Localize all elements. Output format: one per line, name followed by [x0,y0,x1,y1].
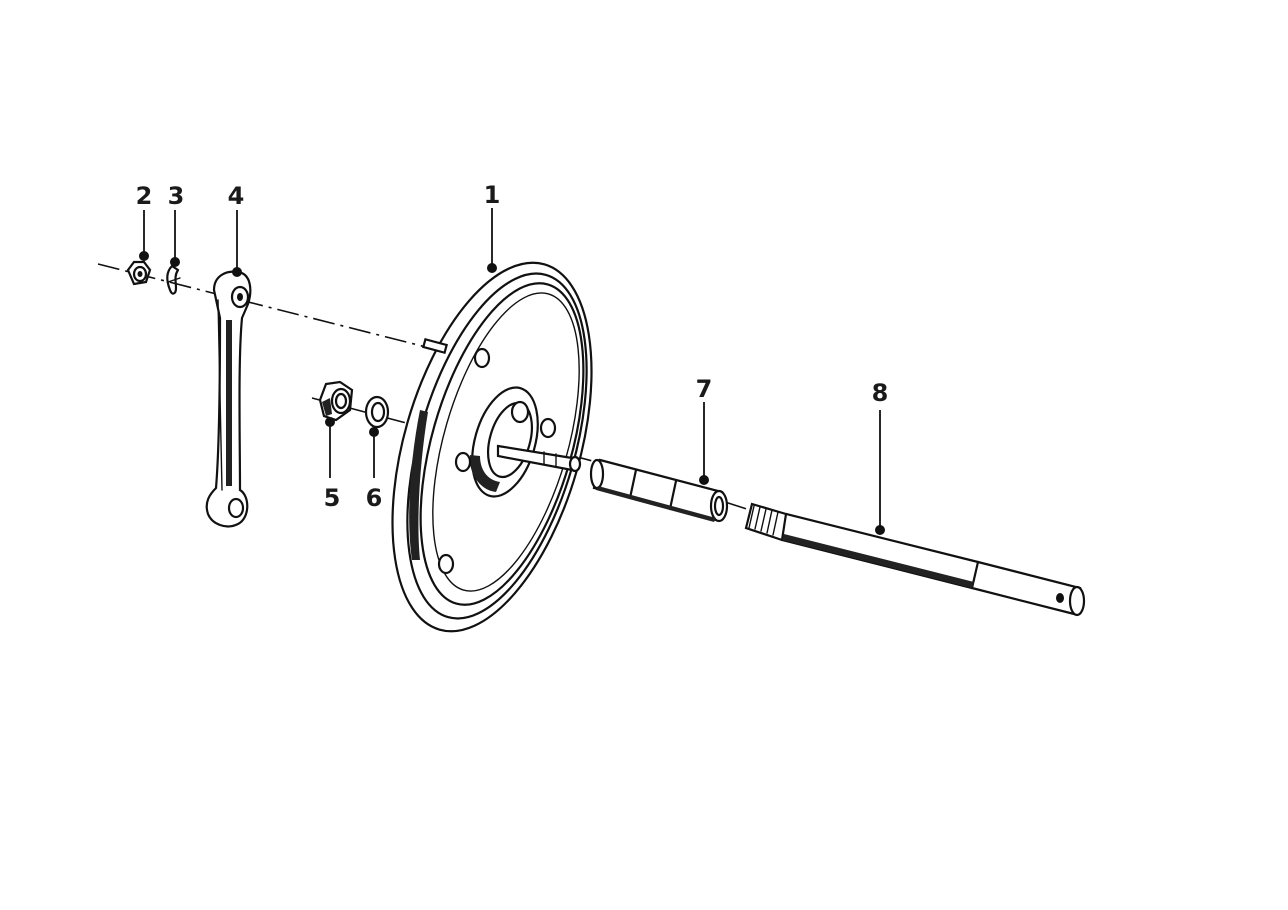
axle-shaft-icon[interactable] [744,502,1086,617]
callout-number: 3 [168,182,185,210]
callout-number: 7 [696,375,713,403]
spacer-sleeve-icon[interactable] [589,458,729,523]
hex-nut-icon[interactable] [126,260,152,286]
hex-nut-icon[interactable] [318,380,354,422]
callout-number: 6 [366,484,383,512]
split-pin-icon[interactable] [166,264,181,295]
callout-number: 4 [228,182,245,210]
callout-6: 6 [366,427,383,512]
washer-icon[interactable] [364,395,390,429]
brake-drum-backing-plate-icon[interactable] [355,240,629,654]
callout-1: 1 [484,181,501,273]
callout-8: 8 [872,379,889,535]
callout-3: 3 [168,182,185,267]
thread-lines [748,505,779,536]
callout-4: 4 [228,182,245,277]
callout-5: 5 [324,417,341,512]
callout-number: 1 [484,181,501,209]
brake-lever-arm-icon[interactable] [205,270,252,528]
callout-2: 2 [136,182,153,261]
callout-7: 7 [696,375,713,485]
callout-number: 5 [324,484,341,512]
centerline-upper [97,263,431,349]
callout-number: 2 [136,182,153,210]
callout-number: 8 [872,379,889,407]
